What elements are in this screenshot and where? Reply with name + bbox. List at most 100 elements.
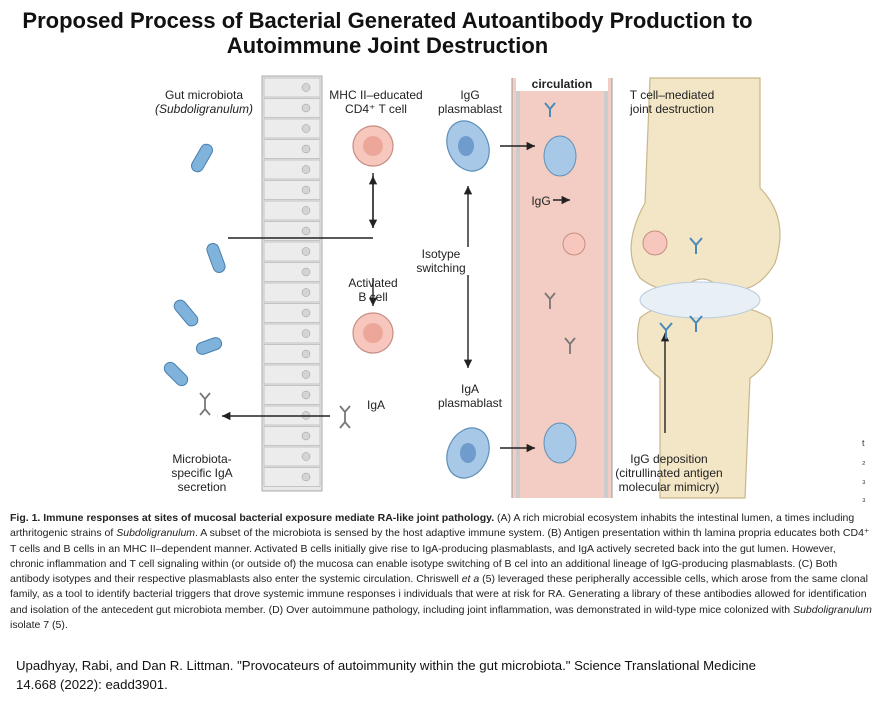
bacterium <box>163 361 189 387</box>
intestinal-epithelium <box>261 75 323 492</box>
title-line-1: Proposed Process of Bacterial Generated … <box>22 8 753 33</box>
epithelial-cell <box>263 200 321 221</box>
cell-nucleus <box>301 267 311 277</box>
edge-mark: ₃ <box>862 475 866 485</box>
label-iga-plasmablast: IgA plasmablast <box>430 382 510 410</box>
cell-nucleus <box>301 452 311 461</box>
cell-nucleus <box>301 329 311 338</box>
label-gut-microbiota-text: Gut microbiota <box>164 88 244 102</box>
caption-heading: Immune responses at sites of mucosal bac… <box>43 512 495 524</box>
label-iga-pb-line1: IgA <box>460 382 479 396</box>
label-igg-pb-line1: IgG <box>460 88 480 102</box>
caption-part-3: . A subset of the microbiota is sensed b… <box>195 527 702 540</box>
epithelial-cell <box>263 159 321 180</box>
label-tcell-joint: T cell–mediated joint destruction <box>612 88 732 116</box>
label-igg-deposition: IgG deposition (citrullinated antigen mo… <box>604 452 734 494</box>
cell-nucleus <box>301 431 311 441</box>
iga-antibodies <box>199 292 576 429</box>
activated-b-cell <box>352 312 394 354</box>
knee-joint <box>630 77 781 499</box>
label-igg-dep-line3: molecular mimicry) <box>618 480 720 494</box>
caption-part-7: (5) leveraged these peripherally accessi… <box>10 573 868 601</box>
label-isotype-line1: Isotype <box>421 247 461 261</box>
label-subdoligranulum: (Subdoligranulum) <box>154 102 254 116</box>
bacterium <box>173 299 199 327</box>
label-activated-line1: Activated <box>348 276 398 290</box>
epithelial-cell <box>263 180 321 200</box>
epithelial-cell <box>263 364 321 385</box>
label-microbiota-line3: secretion <box>177 480 227 494</box>
epithelial-cell <box>263 262 321 282</box>
cell-nucleus <box>301 370 311 379</box>
citation-line-2: 14.668 (2022): eadd3901. <box>16 677 168 692</box>
epithelial-cell <box>263 139 321 159</box>
bacterium <box>195 337 223 355</box>
epithelial-cell <box>263 323 321 344</box>
circulating-cells <box>543 135 668 464</box>
label-igg-dep-line1: IgG deposition <box>630 452 708 466</box>
label-circulation: circulation <box>516 77 608 91</box>
label-mhc-tcell: MHC II–educated CD4⁺ T cell <box>322 88 430 116</box>
caption-part-5: actively secreted back into the gut lume… <box>10 542 836 570</box>
label-mhc-line2: CD4⁺ T cell <box>345 102 407 116</box>
cell-nucleus <box>301 288 311 297</box>
epithelial-cell <box>263 303 321 323</box>
epithelial-cell <box>263 282 321 303</box>
edge-mark: ₂ <box>862 456 866 466</box>
label-tcell-line1: T cell–mediated <box>629 88 715 102</box>
label-igg-plasmablast: IgG plasmablast <box>430 88 510 116</box>
epithelial-cell <box>263 426 321 446</box>
caption-part-6: into an additional lineage of IgG-produc… <box>10 557 838 586</box>
epithelial-cell <box>263 221 321 241</box>
cell-nucleus <box>301 349 311 359</box>
label-iga: IgA <box>366 398 385 412</box>
label-isotype-line2: switching <box>416 261 466 275</box>
bacterium <box>206 243 226 273</box>
label-microbiota-line1: Microbiota- <box>172 452 232 466</box>
label-gut-microbiota: Gut microbiota (Subdoligranulum) <box>140 88 268 116</box>
cell-nucleus <box>301 165 311 174</box>
label-igg-dep-line2: (citrullinated antigen <box>615 466 723 480</box>
cell-nucleus <box>301 308 311 318</box>
cell-nucleus <box>301 390 311 400</box>
label-iga-pb-line2: plasmablast <box>437 396 503 410</box>
caption-part-9: autoimmune pathology, including joint in… <box>311 603 791 616</box>
caption-part-10: isolate 7 (5). <box>10 619 68 632</box>
label-isotype-switching: Isotype switching <box>408 247 474 275</box>
bacterium <box>191 143 213 173</box>
cell-nucleus <box>301 103 311 113</box>
cell-nucleus <box>301 144 311 154</box>
label-activated-line2: B cell <box>358 290 388 304</box>
cell-nucleus <box>301 206 311 215</box>
label-tcell-line2: joint destruction <box>629 102 715 116</box>
epithelial-cell <box>263 118 321 139</box>
caption-part-1: (A) A rich microbial ecosystem inhabits … <box>497 512 782 524</box>
caption-et-al: et a <box>461 573 480 586</box>
edge-mark: ₃ <box>862 493 866 503</box>
caption-fig-number: Fig. 1. <box>10 512 41 524</box>
citation-line-1: Upadhyay, Rabi, and Dan R. Littman. "Pro… <box>16 658 756 673</box>
cell-nucleus <box>301 226 311 236</box>
cell-nucleus <box>301 124 311 133</box>
figure-caption: Fig. 1. Immune responses at sites of muc… <box>10 511 872 647</box>
immune-pathway-diagram <box>163 75 781 499</box>
cell-nucleus <box>301 247 311 256</box>
epithelial-cell <box>263 98 321 118</box>
label-mhc-line1: MHC II–educated <box>329 88 423 102</box>
caption-organism-2: Subdoligranulum <box>793 603 872 616</box>
title-line-2: Autoimmune Joint Destruction <box>226 33 549 58</box>
epithelial-cell <box>263 385 321 405</box>
figure-title: Proposed Process of Bacterial Generated … <box>0 8 775 58</box>
label-microbiota-iga: Microbiota- specific IgA secretion <box>154 452 250 494</box>
igg-plasmablast <box>446 120 490 172</box>
cell-nucleus <box>301 83 311 92</box>
cd4-t-cell <box>352 125 394 167</box>
caption-part-4: lamina propria educates both CD4⁺ T cell… <box>10 527 870 555</box>
bacteria-group <box>163 143 226 387</box>
epithelial-cell <box>263 241 321 262</box>
iga-plasmablast <box>446 427 490 479</box>
cell-nucleus <box>301 472 311 482</box>
epithelial-cell <box>263 344 321 364</box>
epithelial-cell <box>263 446 321 467</box>
label-microbiota-line2: specific IgA <box>171 466 233 480</box>
